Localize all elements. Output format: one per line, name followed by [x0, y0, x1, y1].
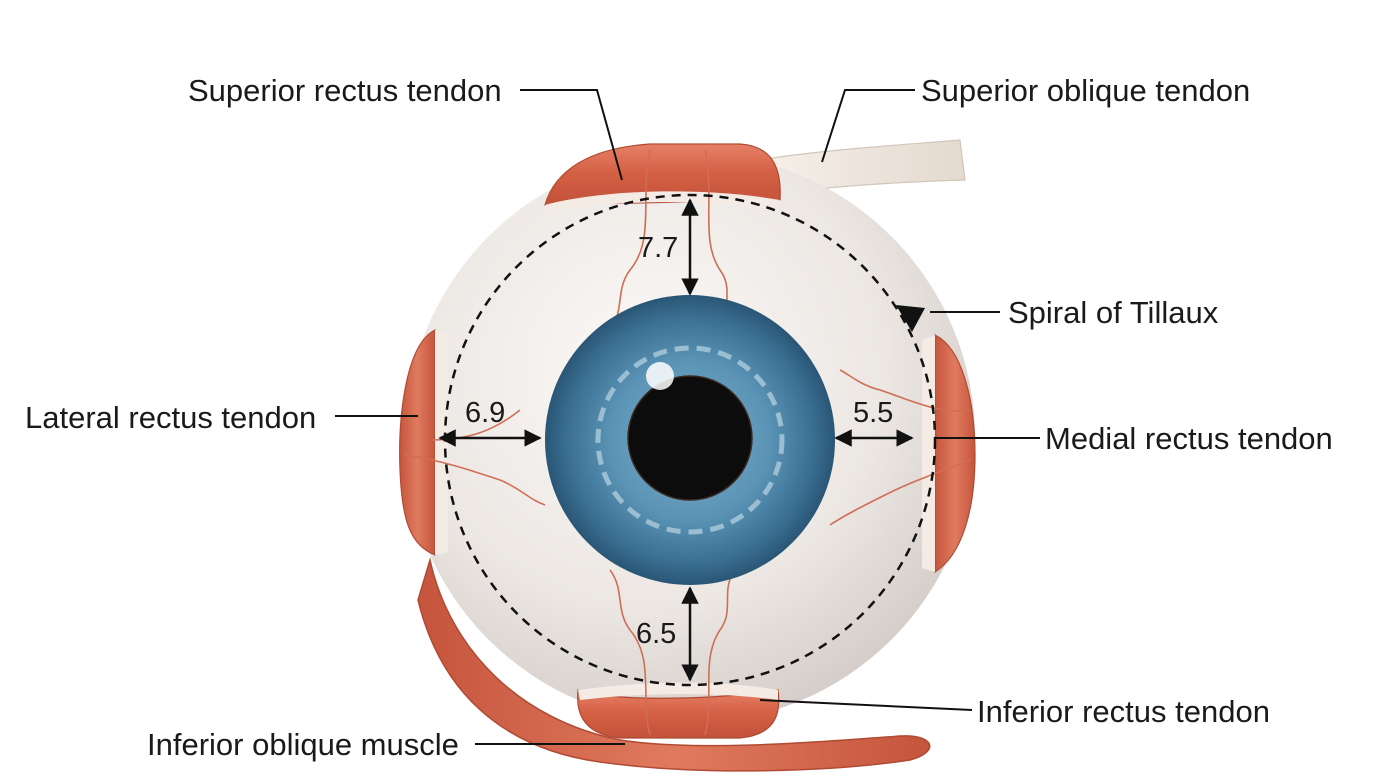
medial-rectus-muscle	[934, 334, 976, 574]
superior-rectus-muscle	[544, 143, 781, 206]
medial-rectus-label: Medial rectus tendon	[1045, 421, 1333, 456]
medial-rectus-insertion	[922, 335, 935, 572]
inferior-rectus-label: Inferior rectus tendon	[977, 694, 1270, 729]
superior-measurement: 7.7	[638, 232, 679, 264]
inferior-oblique-muscle	[417, 557, 931, 772]
lateral-rectus-insertion	[435, 330, 448, 555]
lateral-rectus-muscle	[399, 329, 436, 556]
pupil	[627, 375, 753, 501]
superior-oblique-label: Superior oblique tendon	[921, 73, 1251, 108]
inferior-oblique-label: Inferior oblique muscle	[147, 727, 459, 762]
superior-rectus-label: Superior rectus tendon	[188, 73, 502, 108]
lateral-rectus-label: Lateral rectus tendon	[25, 400, 317, 435]
corneal-highlight	[646, 362, 674, 390]
lateral-measurement: 6.9	[465, 397, 506, 429]
medial-measurement: 5.5	[853, 397, 894, 429]
inferior-rectus-muscle	[577, 689, 780, 739]
spiral-arrowhead	[896, 305, 925, 332]
inferior-rectus-insertion	[578, 682, 778, 700]
leader-lines	[335, 89, 1040, 745]
iris-collarette	[595, 345, 785, 535]
inferior-measurement: 6.5	[636, 618, 677, 650]
spiral-of-tillaux-label: Spiral of Tillaux	[1008, 295, 1219, 330]
